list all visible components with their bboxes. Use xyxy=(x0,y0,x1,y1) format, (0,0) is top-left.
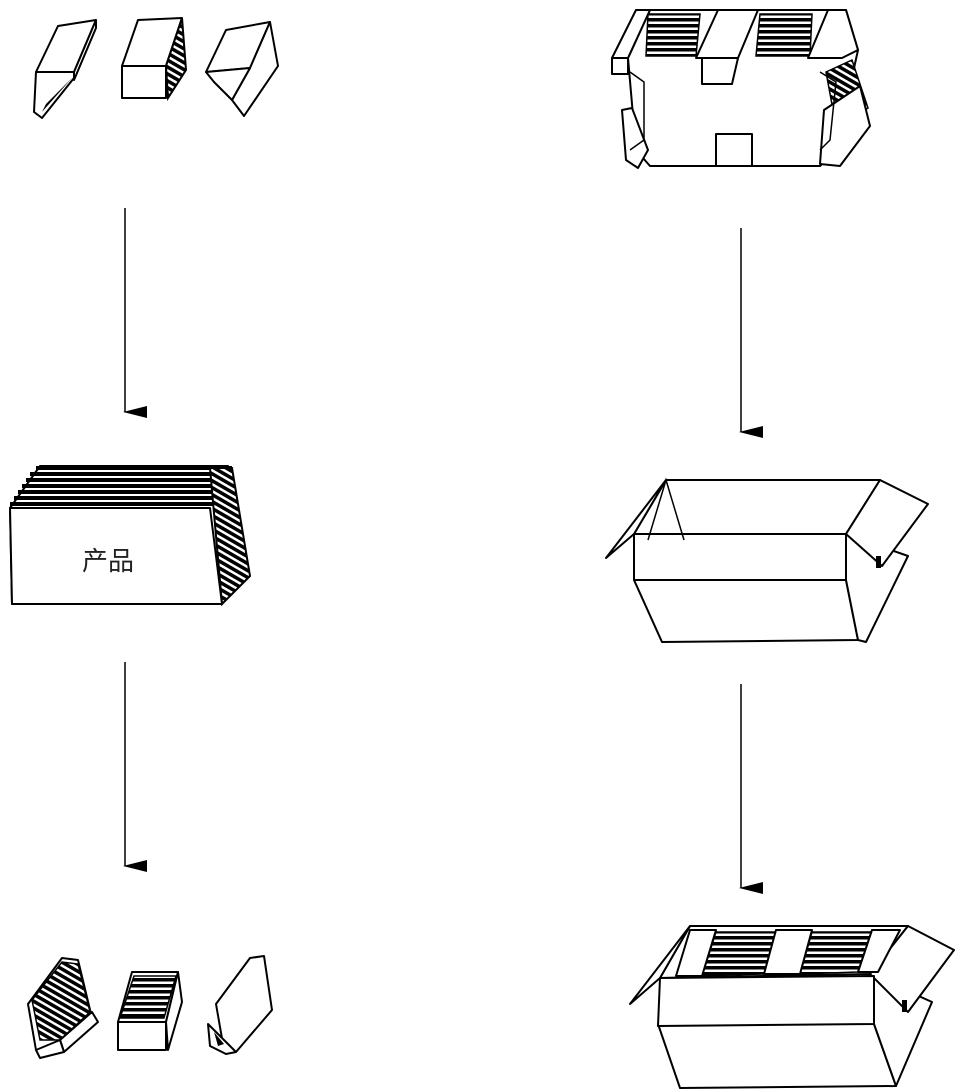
protector-bottom-middle xyxy=(716,134,752,166)
corner-protector-filled-middle xyxy=(118,972,182,1050)
carton-handle-mark-2 xyxy=(902,1000,907,1012)
corner-protector-empty-left xyxy=(34,20,96,118)
filled-corner-protectors xyxy=(28,956,272,1058)
product-label: 产品 xyxy=(82,547,134,577)
open-carton-filled xyxy=(630,926,954,1088)
assembled-stack-with-protectors xyxy=(612,10,870,168)
empty-corner-protectors xyxy=(34,18,278,118)
corner-protector-filled-right xyxy=(208,956,272,1054)
open-carton-empty xyxy=(606,480,928,642)
carton-handle-mark xyxy=(876,556,881,568)
corner-protector-empty-middle xyxy=(122,18,186,98)
product-stack: 产品 xyxy=(10,466,250,604)
corner-protector-empty-right xyxy=(206,22,278,116)
corner-protector-filled-left xyxy=(28,958,98,1058)
product-stack-lines xyxy=(10,466,232,506)
carton-contents-stack xyxy=(676,930,900,976)
